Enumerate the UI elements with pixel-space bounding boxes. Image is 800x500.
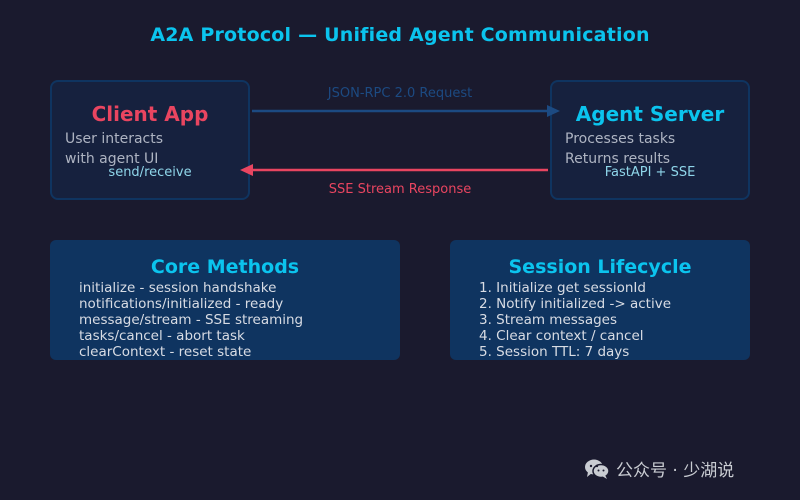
agent-server-line-2: Returns results	[565, 151, 671, 167]
client-app-line-2: with agent UI	[65, 151, 159, 167]
lifecycle-step-item: 2. Notify initialized -> active	[479, 296, 672, 312]
diagram-title: A2A Protocol — Unified Agent Communicati…	[150, 24, 650, 46]
watermark-text: 公众号 · 少湖说	[616, 461, 735, 481]
wechat-icon	[585, 459, 610, 479]
core-methods-title: Core Methods	[150, 256, 300, 278]
watermark: 公众号 · 少湖说	[584, 456, 734, 481]
response-arrowhead	[240, 164, 253, 176]
agent-server-title: Agent Server	[575, 102, 725, 126]
lifecycle-step-item: 3. Stream messages	[479, 312, 618, 328]
response-label: SSE Stream Response	[328, 182, 472, 197]
client-app-line-1: User interacts	[65, 131, 164, 147]
lifecycle-step-item: 4. Clear context / cancel	[479, 328, 644, 344]
agent-server-line-1: Processes tasks	[565, 131, 676, 147]
client-app-sub: send/receive	[108, 165, 192, 180]
request-label: JSON-RPC 2.0 Request	[327, 86, 473, 101]
agent-server-box: Agent Server Processes tasks Returns res…	[550, 80, 750, 200]
core-method-item: message/stream - SSE streaming	[79, 312, 304, 328]
lifecycle-step-item: 1. Initialize get sessionId	[479, 280, 646, 296]
session-lifecycle-panel: Session Lifecycle 1. Initialize get sess…	[450, 240, 750, 360]
lifecycle-step-item: 5. Session TTL: 7 days	[479, 344, 630, 360]
core-method-item: tasks/cancel - abort task	[79, 328, 245, 344]
core-method-item: clearContext - reset state	[79, 344, 252, 360]
core-methods-panel: Core Methods initialize - session handsh…	[50, 240, 400, 360]
request-arrowhead	[547, 105, 560, 117]
agent-server-sub: FastAPI + SSE	[604, 165, 696, 180]
session-lifecycle-title: Session Lifecycle	[508, 256, 692, 278]
core-method-item: notifications/initialized - ready	[79, 296, 284, 312]
core-method-item: initialize - session handshake	[79, 280, 277, 296]
client-app-box: Client App User interacts with agent UI …	[50, 80, 250, 200]
client-app-title: Client App	[91, 102, 209, 126]
